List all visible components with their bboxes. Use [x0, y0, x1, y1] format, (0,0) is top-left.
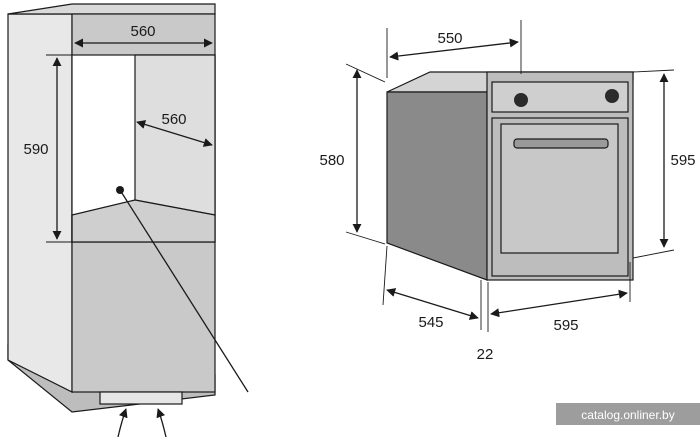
airflow-arrow-left — [117, 408, 128, 437]
oven-side-depth-dim-line — [386, 288, 479, 320]
oven-drawing: 550 580 595 545 595 22 — [319, 20, 696, 363]
oven-body-height-label: 580 — [319, 152, 344, 169]
oven-side-body — [386, 91, 488, 281]
cabinet-depth-label: 560 — [161, 111, 186, 128]
cabinet-vent-slot — [99, 391, 183, 405]
watermark-text: catalog.onliner.by — [581, 408, 674, 422]
oven-door-handle — [513, 138, 609, 149]
airflow-arrow-right — [156, 408, 167, 437]
oven-front-height-label: 595 — [670, 152, 695, 169]
cabinet-drawing: 560 560 590 — [7, 3, 249, 437]
oven-door-gap-label: 22 — [477, 346, 494, 363]
oven-depth-label: 550 — [437, 30, 462, 47]
cabinet-side-panel — [7, 13, 73, 393]
watermark: catalog.onliner.by — [556, 403, 700, 425]
cabinet-top-panel — [7, 3, 216, 15]
cabinet-depth-dim-line — [136, 120, 213, 147]
cabinet-height-label: 590 — [23, 141, 48, 158]
watermark-background — [556, 403, 700, 425]
oven-knob-right — [605, 89, 619, 103]
oven-front-width-dim-line — [490, 289, 628, 318]
oven-front-width-label: 595 — [553, 317, 578, 334]
cabinet-width-label: 560 — [130, 23, 155, 40]
oven-side-depth-label: 545 — [418, 314, 443, 331]
cabinet-niche-back — [134, 54, 216, 216]
oven-knob-left — [514, 93, 528, 107]
oven-depth-dim-line — [389, 38, 519, 61]
cable-leader-line — [119, 189, 249, 393]
